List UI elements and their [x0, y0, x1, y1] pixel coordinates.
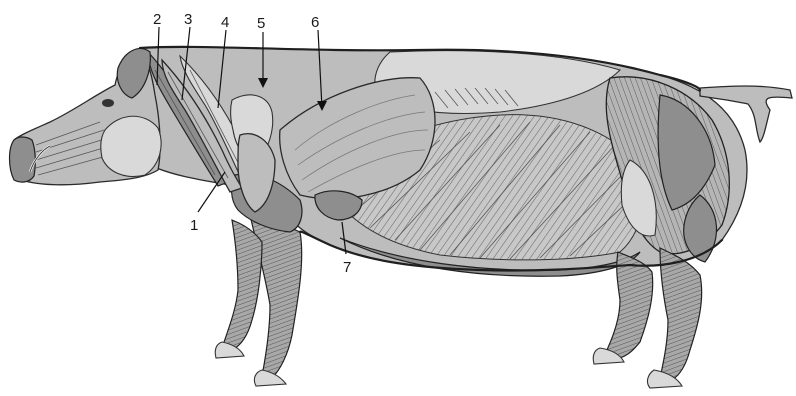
label-1: 1: [190, 217, 198, 234]
label-4: 4: [221, 14, 229, 31]
label-3: 3: [184, 11, 192, 28]
label-2: 2: [153, 11, 161, 28]
label-5: 5: [257, 15, 265, 32]
pig-head: [10, 48, 162, 185]
label-6: 6: [311, 14, 319, 31]
label-7: 7: [343, 259, 351, 276]
